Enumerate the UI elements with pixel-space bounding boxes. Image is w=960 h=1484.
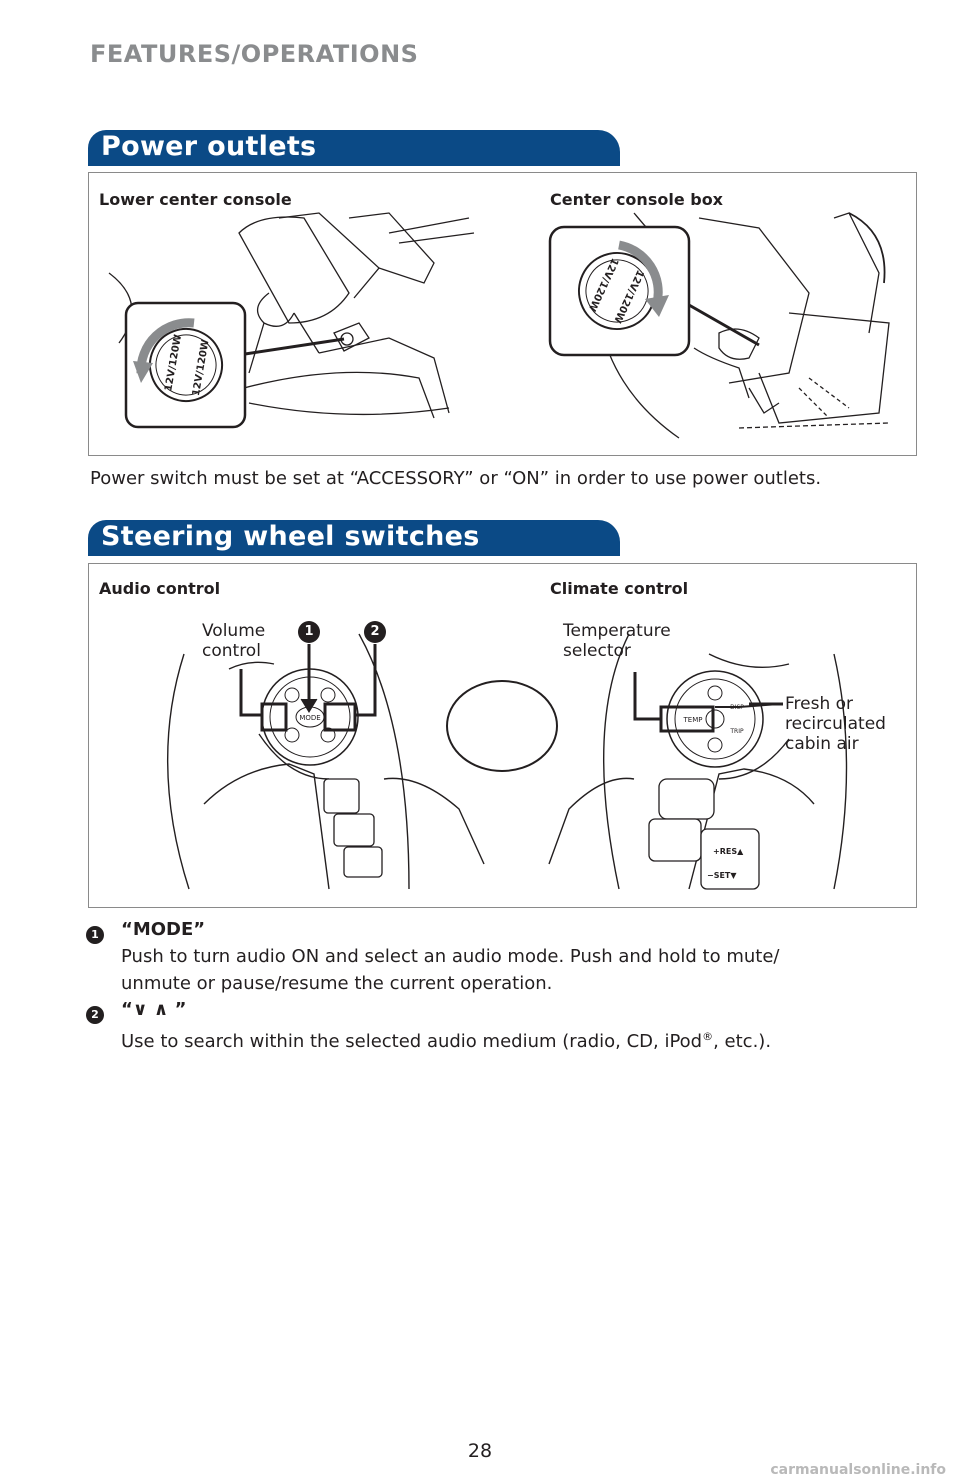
power-outlets-panel: Lower center console Center console box (88, 172, 917, 456)
page-number: 28 (467, 1440, 493, 1462)
volume-line-1: Volume (202, 621, 266, 641)
fresh-recirculated-callout: Fresh or recirculated cabin air (785, 694, 886, 754)
callout-badge-2: 2 (364, 621, 386, 643)
steering-banner: Steering wheel switches (88, 520, 620, 556)
desc-badge-1: 1 (86, 926, 104, 944)
set-label: −SET▼ (707, 871, 737, 880)
steering-wheel-illustration: MODE TEMP DISP TRIP (167, 633, 848, 890)
temp-line-2: selector (563, 641, 631, 661)
fresh-line-2: recirculated (785, 714, 886, 734)
callout-badge-1: 1 (298, 621, 320, 643)
fresh-line-1: Fresh or (785, 694, 854, 714)
steering-title: Steering wheel switches (101, 521, 480, 552)
desc-2-text: Use to search within the selected audio … (121, 1031, 703, 1052)
desc-1-line-1: Push to turn audio ON and select an audi… (121, 946, 780, 967)
mode-button-label: MODE (299, 714, 320, 722)
power-outlets-banner: Power outlets (88, 130, 620, 166)
power-outlets-title: Power outlets (101, 131, 317, 162)
temp-line-1: Temperature (563, 621, 671, 641)
page-section-header: FEATURES/OPERATIONS (90, 40, 419, 68)
power-outlets-illustration: 12V/120W 12V/120W 12V/120W 12V/120W (108, 212, 890, 439)
audio-control-label: Audio control (99, 579, 221, 598)
volume-control-callout: Volume control (202, 621, 265, 661)
registered-mark: ® (702, 1030, 714, 1043)
temperature-selector-callout: Temperature selector (563, 621, 671, 661)
console-box-label: Center console box (550, 190, 723, 209)
res-label: +RES▲ (713, 847, 744, 856)
desc-2-title: “∨ ∧ ” (121, 999, 187, 1020)
climate-control-label: Climate control (550, 579, 689, 598)
power-outlets-note: Power switch must be set at “ACCESSORY” … (90, 468, 822, 489)
steering-panel: Audio control Climate control Volume con… (88, 563, 917, 908)
lower-console-label: Lower center console (99, 190, 292, 209)
desc-2-text-end: , etc.). (713, 1031, 772, 1052)
desc-badge-2: 2 (86, 1006, 104, 1024)
fresh-line-3: cabin air (785, 734, 859, 754)
desc-2-line-1: Use to search within the selected audio … (121, 1023, 771, 1055)
watermark: carmanualsonline.info (770, 1462, 946, 1478)
desc-1-title: “MODE” (121, 919, 206, 940)
temp-button-label: TEMP (683, 716, 703, 724)
trip-button-label: TRIP (729, 728, 744, 735)
desc-1-line-2: unmute or pause/resume the current opera… (121, 973, 553, 994)
volume-line-2: control (202, 641, 261, 661)
